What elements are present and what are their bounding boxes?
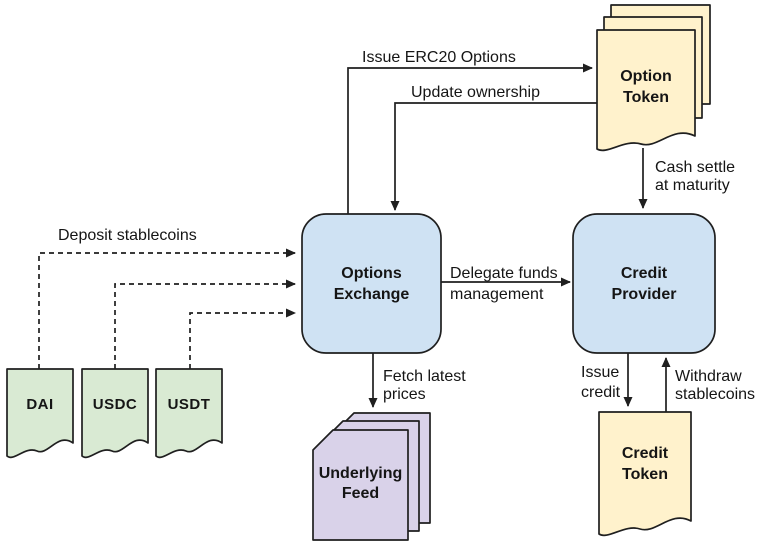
- usdt-document: [155, 368, 223, 459]
- dai-title: DAI: [26, 396, 54, 413]
- options-exchange-box: [301, 213, 442, 354]
- usdc-title: USDC: [92, 396, 138, 413]
- option-token-document-stack: [596, 4, 711, 152]
- edge-label-withdraw-stablecoins: Withdraw stablecoins: [675, 368, 756, 403]
- edge-label-fetch-prices: Fetch latest prices: [383, 368, 466, 403]
- edge-label-update-ownership: Update ownership: [411, 84, 540, 101]
- dai-document: [6, 368, 74, 459]
- option-token-title: Option Token: [620, 68, 672, 106]
- edge-label-delegate-funds: Delegate funds management: [450, 265, 558, 303]
- credit-token-title: Credit Token: [621, 445, 669, 483]
- edge-deposit-usdc: [114, 279, 296, 369]
- edge-deposit-dai: [38, 248, 296, 369]
- usdt-title: USDT: [167, 396, 211, 413]
- edge-label-deposit-stablecoins: Deposit stablecoins: [58, 227, 197, 244]
- usdc-document: [81, 368, 149, 459]
- edge-issue-erc20-options: [347, 63, 593, 214]
- underlying-feed-title: Underlying Feed: [318, 465, 403, 502]
- credit-token-document: [598, 411, 692, 537]
- options-exchange-title: Options Exchange: [333, 264, 410, 303]
- edge-deposit-usdt: [189, 308, 296, 369]
- credit-provider-box: [572, 213, 716, 354]
- edge-label-issue-credit: Issue credit: [581, 364, 621, 401]
- edge-label-cash-settle: Cash settle at maturity: [655, 159, 736, 194]
- underlying-feed-sheet-stack: [312, 412, 431, 541]
- edge-update-ownership: [390, 102, 597, 211]
- credit-provider-title: Credit Provider: [611, 264, 677, 303]
- edge-label-issue-erc20-options: Issue ERC20 Options: [362, 49, 516, 66]
